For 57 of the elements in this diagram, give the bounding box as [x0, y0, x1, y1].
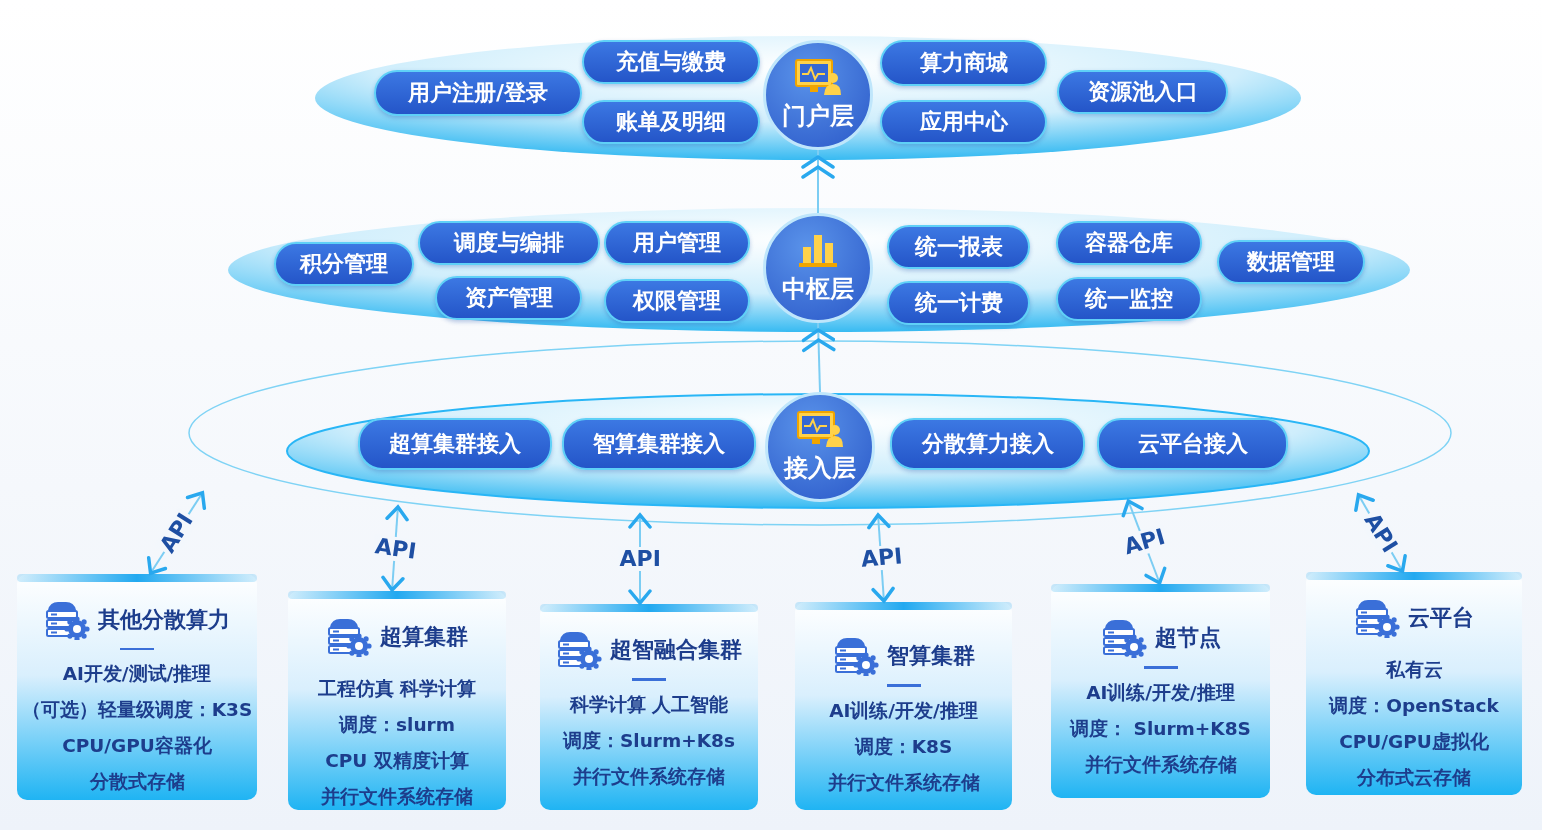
card-text: AI开发/测试/推理 — [62, 662, 212, 686]
card-text: 分布式云存储 — [1357, 766, 1471, 790]
card-text: AI训练/开发/推理 — [829, 699, 978, 723]
api-arrow — [628, 513, 652, 605]
function-pill: 调度与编排 — [418, 221, 600, 265]
function-pill: 用户管理 — [604, 221, 750, 265]
card-text: 调度：slurm — [339, 713, 455, 737]
card-text: 分散式存储 — [89, 770, 185, 794]
card-title: 其他分散算力 — [98, 606, 230, 634]
card-title: 超节点 — [1154, 624, 1221, 652]
function-pill: 积分管理 — [274, 242, 414, 286]
layer-title: 中枢层 — [782, 274, 854, 305]
card-text: 调度：Slurm+K8s — [563, 729, 735, 753]
function-pill: 账单及明细 — [582, 100, 760, 144]
function-pill: 超算集群接入 — [358, 418, 552, 470]
card-text: 并行文件系统存储 — [827, 771, 980, 795]
function-pill: 分散算力接入 — [890, 418, 1085, 470]
cluster-card — [1306, 572, 1522, 795]
card-title: 云平台 — [1408, 604, 1474, 632]
cluster-card — [17, 574, 257, 800]
function-pill: 资源池入口 — [1057, 70, 1228, 114]
card-text: 工程仿真 科学计算 — [317, 677, 477, 701]
card-text: CPU 双精度计算 — [325, 749, 469, 773]
card-text: 调度： Slurm+K8S — [1070, 717, 1251, 741]
card-text: 科学计算 人工智能 — [569, 693, 729, 717]
cluster-card — [540, 604, 758, 810]
card-text: 私有云 — [1385, 658, 1443, 682]
card-title: 智算集群 — [886, 642, 975, 670]
card-title: 超算集群 — [380, 623, 468, 651]
cluster-card — [1051, 584, 1270, 798]
card-text: 并行文件系统存储 — [573, 765, 725, 789]
card-title: 超智融合集群 — [610, 636, 742, 664]
layer-title: 门户层 — [782, 101, 854, 132]
card-text: CPU/GPU容器化 — [62, 734, 212, 758]
function-pill: 智算集群接入 — [562, 418, 756, 470]
function-pill: 应用中心 — [880, 100, 1047, 144]
cluster-card — [288, 591, 506, 810]
card-text: （可选）轻量级调度：K3S — [21, 698, 253, 722]
function-pill: 充值与缴费 — [582, 40, 760, 84]
card-text: 调度：OpenStack — [1329, 694, 1499, 718]
function-pill: 资产管理 — [435, 276, 582, 320]
function-pill: 统一监控 — [1056, 277, 1202, 321]
function-pill: 权限管理 — [604, 279, 750, 323]
function-pill: 统一计费 — [887, 281, 1030, 325]
function-pill: 算力商城 — [880, 40, 1047, 86]
card-text: 调度：K8S — [854, 735, 953, 759]
function-pill: 数据管理 — [1217, 240, 1365, 284]
function-pill: 云平台接入 — [1097, 418, 1288, 470]
function-pill: 统一报表 — [887, 225, 1030, 269]
layer-title: 接入层 — [784, 453, 856, 484]
card-text: 并行文件系统存储 — [321, 785, 473, 809]
card-text: AI训练/开发/推理 — [1086, 681, 1235, 705]
function-pill: 容器仓库 — [1056, 221, 1202, 265]
function-pill: 用户注册/登录 — [374, 70, 582, 116]
card-text: 并行文件系统存储 — [1084, 753, 1237, 777]
cluster-card — [795, 602, 1012, 810]
card-text: CPU/GPU虚拟化 — [1339, 730, 1489, 754]
